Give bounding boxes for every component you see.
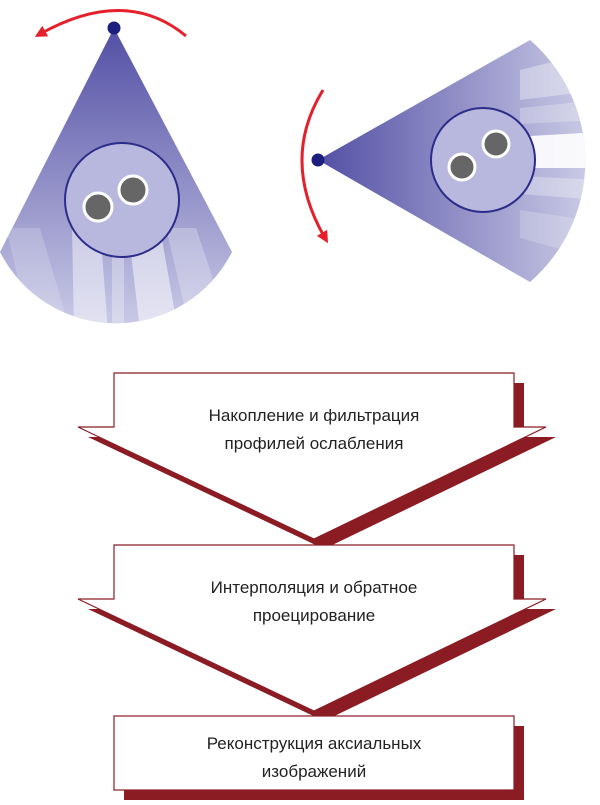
step-2-shape (77, 544, 556, 721)
step-3-line-1: Реконструкция аксиальных (206, 734, 422, 753)
right-object-2 (481, 129, 511, 159)
curved-arrow-icon (34, 9, 187, 38)
right-object-1 (447, 152, 477, 182)
step-1-label: Накопление и фильтрация профилей ослабле… (164, 402, 464, 458)
right-projection-fan (300, 40, 586, 282)
step-1-line-2: профилей ослабления (224, 434, 404, 453)
right-phantom-circle (430, 107, 536, 213)
x-ray-source-icon (311, 153, 325, 167)
step-2-line-1: Интерполяция и обратное (210, 578, 418, 597)
step-1-line-1: Накопление и фильтрация (208, 406, 420, 425)
step-3-label: Реконструкция аксиальных изображений (164, 730, 464, 786)
left-object-1 (82, 191, 114, 223)
left-projection-fan (0, 9, 232, 324)
step-1-shape (77, 372, 556, 549)
step-3-line-2: изображений (261, 762, 367, 781)
step-1-box (77, 372, 547, 540)
step-2-box (77, 544, 547, 712)
step-3-shape (113, 715, 524, 800)
step-2-line-2: проецирование (252, 606, 376, 625)
x-ray-source-icon (107, 21, 121, 35)
curved-arrow-icon (300, 89, 328, 244)
left-object-2 (117, 174, 149, 206)
step-3-box (113, 715, 515, 791)
step-2-label: Интерполяция и обратное проецирование (164, 574, 464, 630)
